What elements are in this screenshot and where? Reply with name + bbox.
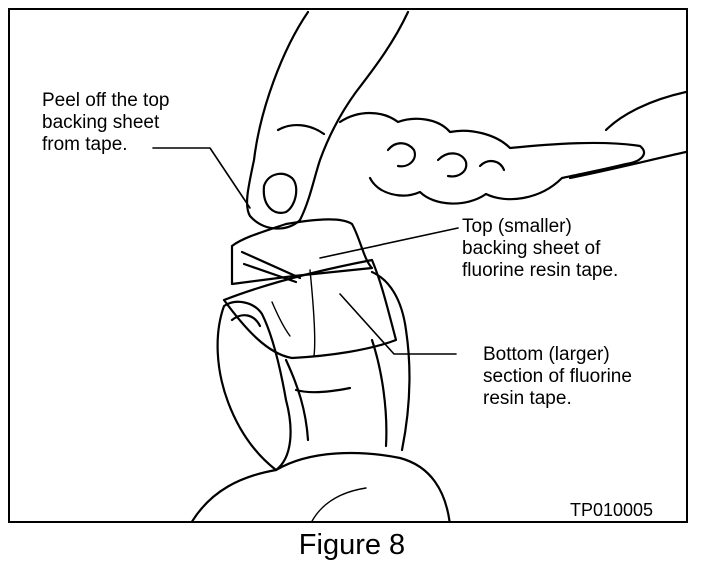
lower-thumb [216,300,292,472]
leader-bottom-section [339,293,457,355]
leader-top-sheet [319,227,459,259]
lower-fingers [284,270,411,452]
label-top-backing-sheet: Top (smaller) backing sheet of fluorine … [462,216,619,281]
lower-palm [191,451,451,521]
upper-fingers [338,112,646,205]
leader-peel [152,147,251,209]
figure-caption: Figure 8 [298,529,406,561]
hands-peeling-tape-illustration [152,10,686,521]
thumb-nail [262,172,298,214]
label-peel-instruction: Peel off the top backing sheet from tape… [42,90,170,155]
label-bottom-section: Bottom (larger) section of fluorine resi… [483,344,632,409]
drawing-code: TP010005 [570,500,654,520]
figure-frame: Peel off the top backing sheet from tape… [8,8,688,523]
upper-thumb [245,10,410,230]
